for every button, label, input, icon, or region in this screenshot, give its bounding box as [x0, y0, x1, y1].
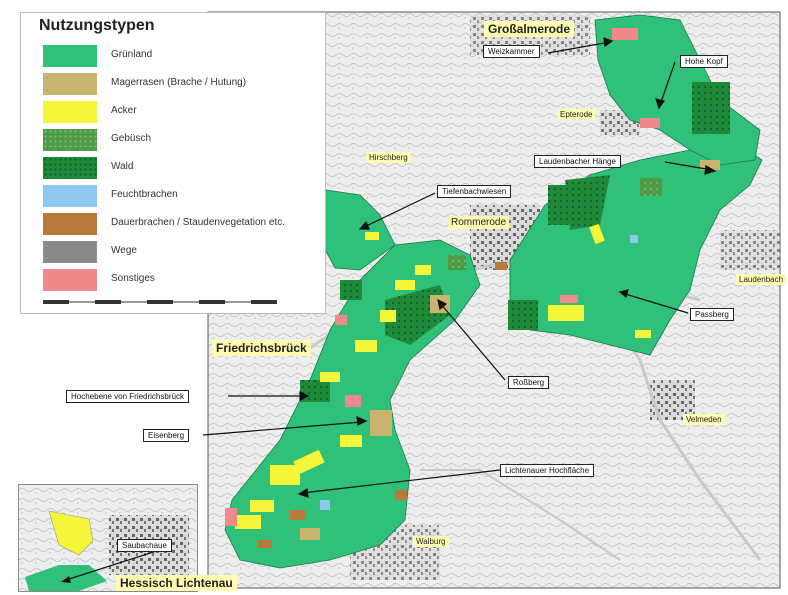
place-label-velmeden: Velmeden: [683, 414, 725, 425]
callout-hochebene: Hochebene von Friedrichsbrück: [66, 390, 189, 403]
legend-label-acker: Acker: [111, 105, 137, 116]
inset-map-graphic: [19, 485, 197, 591]
swatch-dauerbrachen: [43, 213, 97, 235]
swatch-wege: [43, 241, 97, 263]
callout-hohe-kopf: Hohe Kopf: [680, 55, 728, 68]
swatch-gebuesch: [43, 129, 97, 151]
legend-label-gruenland: Grünland: [111, 49, 153, 60]
swatch-acker: [43, 101, 97, 123]
legend-title: Nutzungstypen: [39, 17, 155, 34]
legend-item-magerrasen: Magerrasen (Brache / Hutung): [43, 73, 323, 95]
legend-item-dauerbrachen: Dauerbrachen / Staudenvegetation etc.: [43, 213, 323, 235]
place-label-friedrichsbrueck: Friedrichsbrück: [212, 340, 311, 356]
legend-item-gruenland: Grünland: [43, 45, 323, 67]
callout-leaders: [202, 37, 717, 498]
place-label-walburg: Walburg: [413, 536, 449, 547]
legend-item-sonstiges: Sonstiges: [43, 269, 323, 291]
swatch-feuchtbrachen: [43, 185, 97, 207]
legend-label-wald: Wald: [111, 161, 134, 172]
legend-label-magerrasen: Magerrasen (Brache / Hutung): [111, 77, 247, 88]
callout-eisenberg: Eisenberg: [143, 429, 190, 442]
settlement-laudenbach: [720, 230, 780, 270]
legend-item-gebuesch: Gebüsch: [43, 129, 323, 151]
legend-item-acker: Acker: [43, 101, 323, 123]
place-label-grossalmerode: Großalmerode: [484, 21, 575, 37]
swatch-sonstiges: [43, 269, 97, 291]
callout-saubachaue: Saubachaue: [117, 539, 172, 552]
legend-label-feuchtbrachen: Feuchtbrachen: [111, 189, 178, 200]
place-label-hessisch-lichtenau: Hessisch Lichtenau: [116, 575, 237, 591]
scale-bar: [43, 300, 277, 304]
place-label-rommerode: Rommerode: [448, 216, 510, 229]
callout-laudenbacher-haenge: Laudenbacher Hänge: [534, 155, 621, 168]
place-label-laudenbach: Laudenbach: [736, 274, 787, 285]
legend-label-dauerbrachen: Dauerbrachen / Staudenvegetation etc.: [111, 217, 286, 228]
inset-map: [18, 484, 198, 592]
place-label-epterode: Epterode: [557, 109, 596, 120]
legend-item-feuchtbrachen: Feuchtbrachen: [43, 185, 323, 207]
legend-label-sonstiges: Sonstiges: [111, 273, 155, 284]
legend-label-gebuesch: Gebüsch: [111, 133, 152, 144]
callout-tiefenbachwiesen: Tiefenbachwiesen: [437, 185, 512, 198]
callout-rossberg: Roßberg: [508, 376, 550, 389]
swatch-gruenland: [43, 45, 97, 67]
callout-lichtenauer: Lichtenauer Hochfläche: [500, 464, 595, 477]
legend-label-wege: Wege: [111, 245, 137, 256]
swatch-magerrasen: [43, 73, 97, 95]
place-label-hirschberg: Hirschberg: [366, 152, 411, 163]
callout-passberg: Passberg: [690, 308, 734, 321]
legend-item-wald: Wald: [43, 157, 323, 179]
callout-weizkammer: Weizkammer: [483, 45, 540, 58]
swatch-wald: [43, 157, 97, 179]
legend-item-wege: Wege: [43, 241, 323, 263]
legend: Nutzungstypen Grünland Magerrasen (Brach…: [20, 12, 326, 314]
